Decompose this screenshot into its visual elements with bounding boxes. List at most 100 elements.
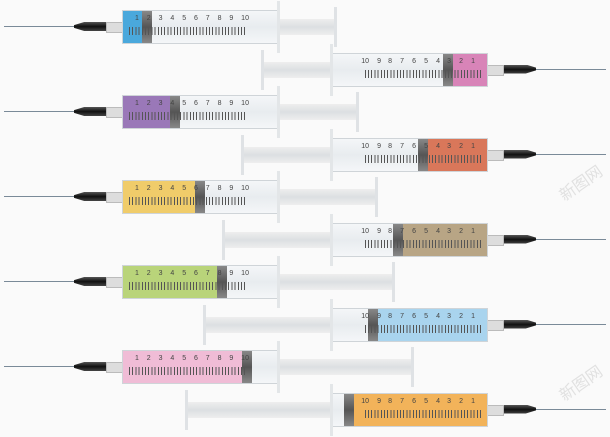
plunger-thumb-rest bbox=[203, 304, 206, 345]
plunger-thumb-rest bbox=[334, 7, 338, 47]
scale-label: 4 bbox=[435, 142, 440, 150]
needle-hub bbox=[74, 277, 108, 286]
scale-label: 5 bbox=[182, 100, 187, 107]
needle-hub bbox=[502, 150, 536, 159]
plunger-rod bbox=[280, 189, 376, 205]
plunger-thumb-rest bbox=[375, 177, 379, 217]
scale-label: 7 bbox=[400, 57, 405, 65]
needle-hub bbox=[502, 235, 536, 244]
barrel-flange bbox=[277, 341, 280, 393]
scale-label: 10 bbox=[241, 185, 249, 192]
scale-ticks bbox=[363, 409, 481, 418]
scale-label: 3 bbox=[158, 185, 163, 192]
scale-label: 6 bbox=[193, 15, 198, 22]
barrel-tip bbox=[486, 149, 504, 161]
scale-label: 10 bbox=[241, 100, 249, 107]
scale-label: 8 bbox=[217, 270, 222, 277]
scale-label: 1 bbox=[135, 185, 139, 192]
needle bbox=[4, 366, 76, 367]
needle bbox=[534, 68, 606, 70]
scale-label: 10 bbox=[361, 57, 369, 65]
scale-label: 2 bbox=[146, 185, 151, 192]
scale-label: 3 bbox=[158, 15, 163, 22]
scale-label: 2 bbox=[146, 100, 151, 107]
scale-label: 1 bbox=[135, 100, 139, 107]
needle bbox=[534, 323, 606, 325]
scale-label: 4 bbox=[435, 397, 440, 405]
scale-label: 1 bbox=[135, 270, 139, 277]
scale-ticks bbox=[129, 282, 247, 290]
scale-label: 6 bbox=[193, 185, 198, 192]
scale-label: 1 bbox=[135, 355, 139, 362]
scale-label: 7 bbox=[205, 100, 210, 107]
scale-label: 9 bbox=[376, 312, 381, 320]
scale-label: 10 bbox=[241, 270, 249, 277]
plunger-thumb-rest bbox=[222, 219, 226, 260]
plunger-rod bbox=[244, 146, 330, 163]
scale-label: 7 bbox=[400, 227, 405, 235]
scale-label: 10 bbox=[361, 312, 369, 320]
plunger-stopper bbox=[344, 393, 355, 426]
scale-ticks bbox=[129, 112, 247, 120]
scale-label: 3 bbox=[158, 270, 163, 277]
scale-label: 8 bbox=[217, 15, 222, 22]
scale-label: 6 bbox=[412, 57, 417, 65]
plunger-rod bbox=[263, 61, 330, 78]
scale-label: 6 bbox=[193, 355, 198, 362]
scale-label: 3 bbox=[447, 227, 452, 235]
barrel-tip bbox=[486, 64, 504, 76]
plunger-thumb-rest bbox=[356, 92, 359, 132]
scale-label: 4 bbox=[170, 15, 175, 22]
barrel-flange bbox=[330, 43, 333, 96]
scale-label: 5 bbox=[423, 397, 428, 405]
scale-label: 2 bbox=[146, 270, 151, 277]
scale-label: 1 bbox=[471, 57, 475, 65]
needle bbox=[534, 408, 606, 410]
scale-label: 3 bbox=[158, 100, 163, 107]
plunger-thumb-rest bbox=[185, 389, 188, 430]
scale-label: 10 bbox=[361, 142, 369, 150]
scale-label: 9 bbox=[376, 57, 381, 65]
barrel-flange bbox=[277, 256, 280, 308]
scale-label: 5 bbox=[182, 270, 187, 277]
plunger-rod bbox=[280, 19, 335, 35]
scale-label: 8 bbox=[388, 227, 393, 235]
needle-hub bbox=[74, 22, 108, 31]
scale-label: 2 bbox=[459, 397, 464, 405]
barrel-flange bbox=[330, 128, 333, 181]
scale-label: 4 bbox=[170, 185, 175, 192]
needle bbox=[534, 238, 606, 240]
scale-label: 4 bbox=[170, 100, 175, 107]
scale-label: 5 bbox=[423, 142, 428, 150]
scale-label: 4 bbox=[435, 57, 440, 65]
scale-label: 1 bbox=[471, 227, 475, 235]
scale-label: 4 bbox=[435, 312, 440, 320]
scale-ticks bbox=[363, 324, 481, 333]
scale-label: 7 bbox=[205, 185, 210, 192]
scale-label: 7 bbox=[400, 142, 405, 150]
barrel-flange bbox=[277, 86, 280, 138]
plunger-rod bbox=[225, 231, 330, 248]
scale-label: 7 bbox=[205, 355, 210, 362]
scale-label: 9 bbox=[376, 227, 381, 235]
scale-label: 10 bbox=[361, 397, 369, 405]
plunger-rod bbox=[280, 104, 356, 120]
plunger-rod bbox=[206, 316, 330, 333]
scale-label: 1 bbox=[471, 312, 475, 320]
plunger-thumb-rest bbox=[411, 347, 415, 387]
scale-label: 7 bbox=[205, 15, 210, 22]
